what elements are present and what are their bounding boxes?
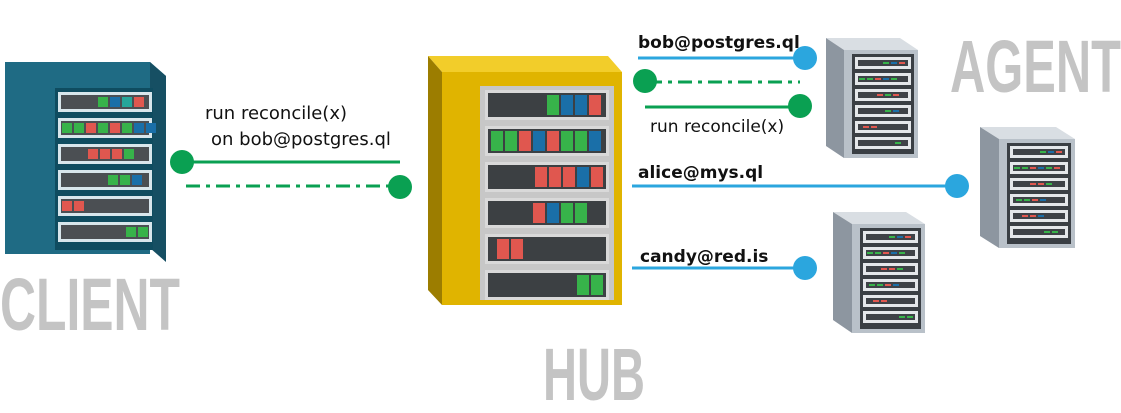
agent-name-alice: alice@mys.ql [638,163,763,183]
request-message-line2: on bob@postgres.ql [211,129,391,150]
client-label: CLIENT [0,263,180,346]
agent-server-icon-3 [833,212,925,333]
agent-name-bob: bob@postgres.ql [638,33,800,53]
request-endpoint-dot [170,150,194,174]
agent-forward-message: run reconcile(x) [650,117,784,137]
response-endpoint-dot [388,175,412,199]
agent-forward-dot [788,94,812,118]
agent-return-dot [633,69,657,93]
request-message-line1: run reconcile(x) [205,103,347,124]
agent-server-icon-2 [980,127,1075,248]
client-server-icon [5,62,166,262]
agent-label: AGENT [950,25,1121,108]
agent-server-icon-1 [826,38,918,158]
agent-endpoint-bob [793,46,817,70]
hub-server-icon [428,56,622,305]
agent-name-candy: candy@red.is [640,247,768,267]
agent-endpoint-alice [945,174,969,198]
hub-label: HUB [543,333,645,413]
agent-endpoint-candy [793,256,817,280]
